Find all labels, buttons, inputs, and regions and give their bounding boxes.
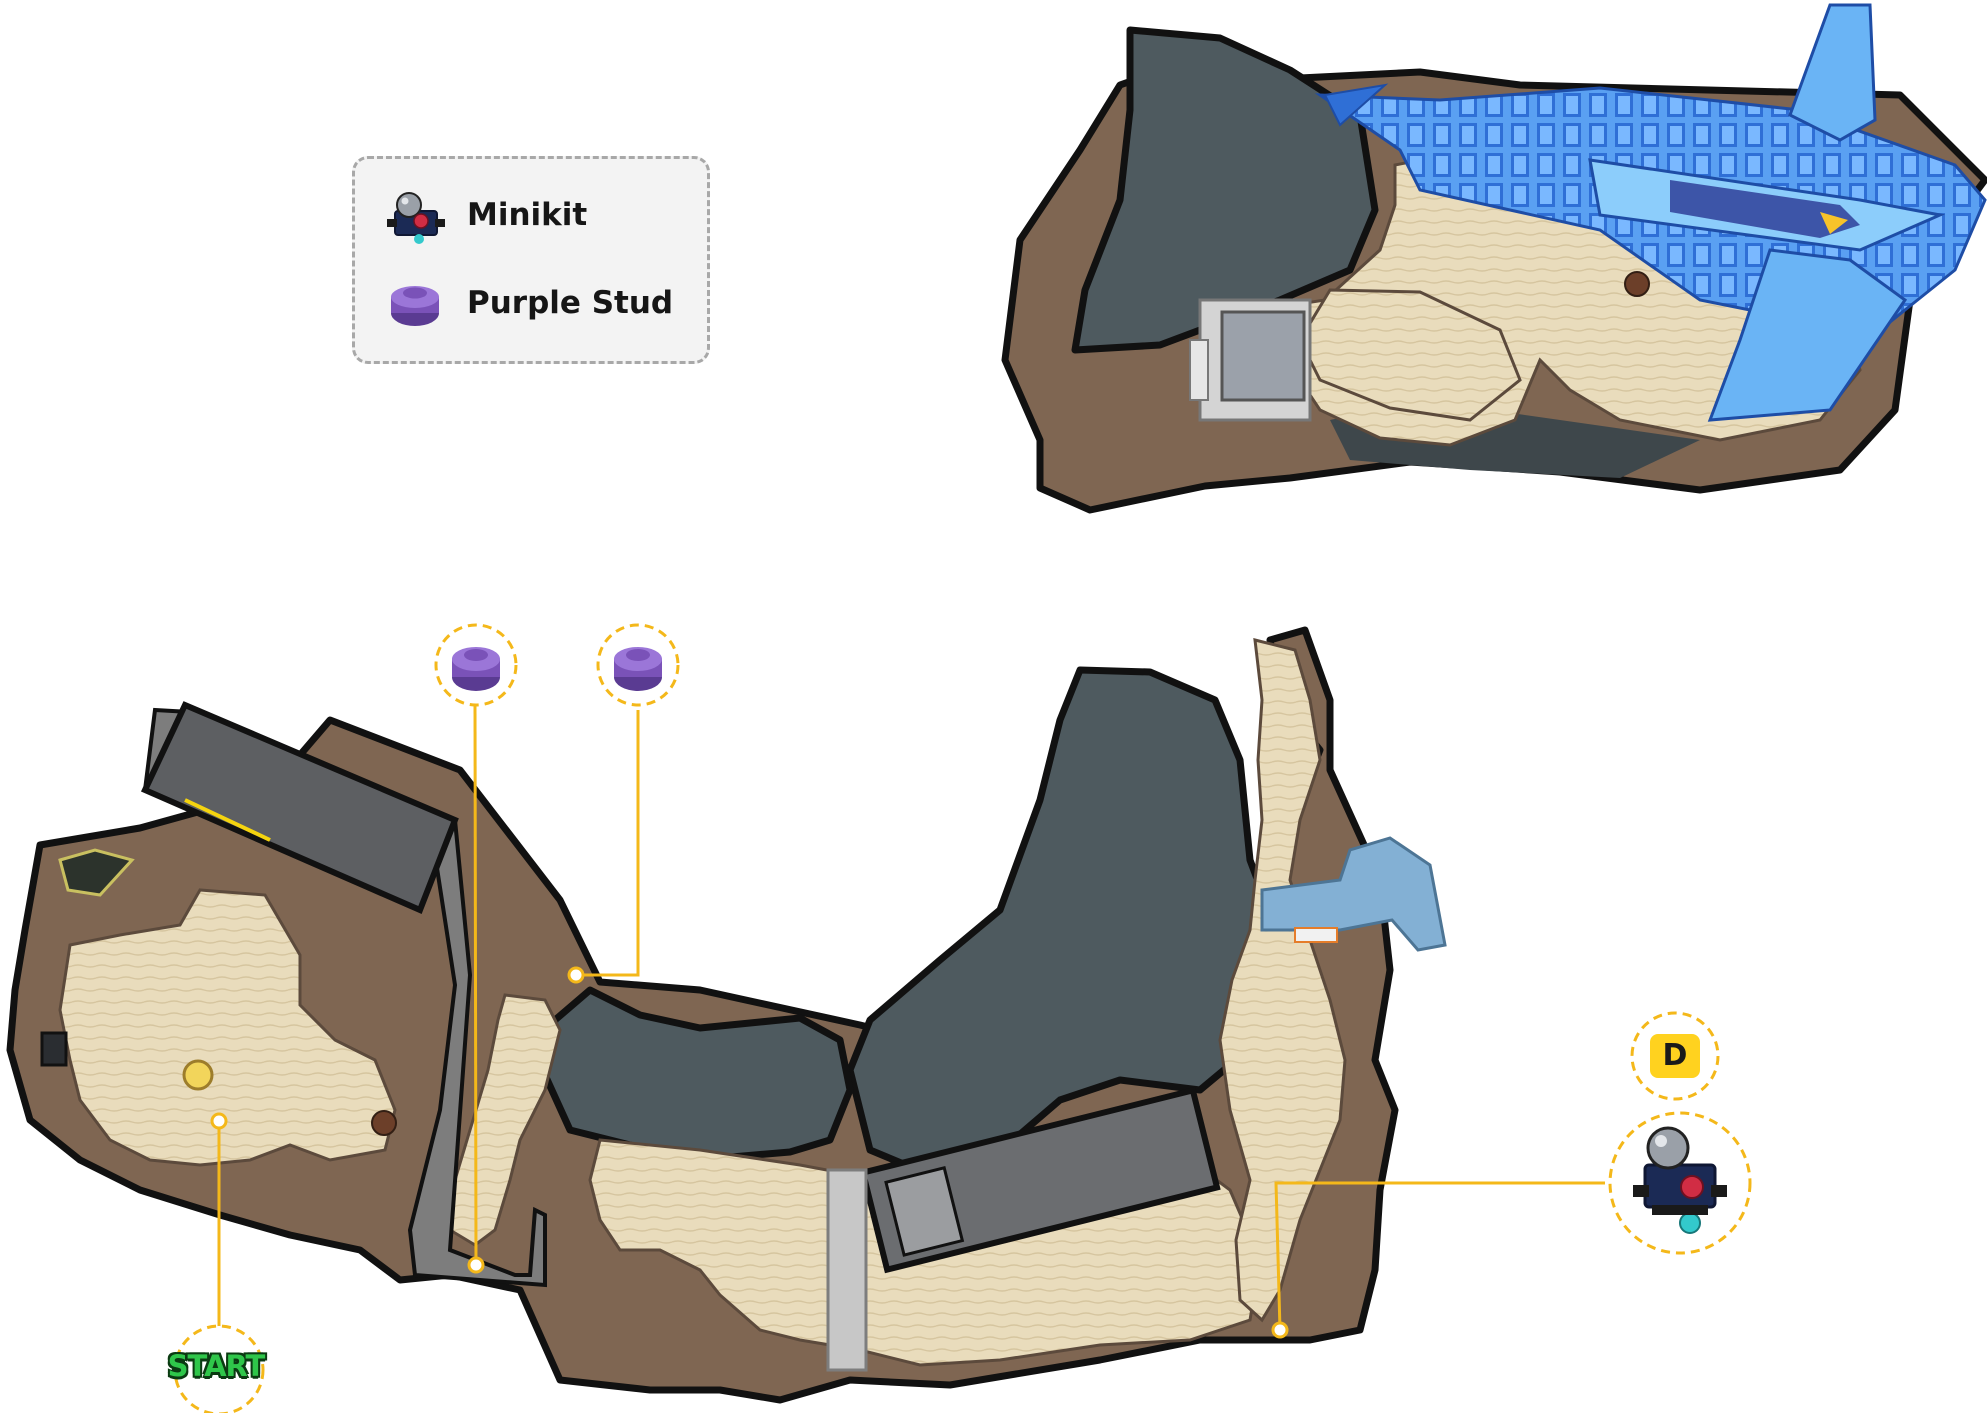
middle-sand-strip xyxy=(448,993,562,1247)
start-sand-area xyxy=(58,888,397,1167)
purple-stud-marker-1[interactable] xyxy=(434,623,518,707)
spaceship-lower-wing xyxy=(1707,248,1908,422)
minikit-marker[interactable] xyxy=(1608,1111,1752,1255)
building xyxy=(1189,298,1312,422)
spaceship xyxy=(1314,3,1987,422)
minikit-icon xyxy=(387,192,445,244)
terminal xyxy=(40,1031,68,1067)
legend-item-minikit: Minikit xyxy=(385,185,587,245)
minikit-icon xyxy=(1633,1126,1727,1234)
purple-stud-icon xyxy=(614,647,662,691)
start-label: START xyxy=(167,1349,266,1383)
legend-label-minikit: Minikit xyxy=(467,197,588,233)
door-label: D xyxy=(1650,1034,1700,1078)
bottom-island xyxy=(6,271,1650,1404)
brown-item-top xyxy=(1624,271,1650,297)
purple-stud-marker-2[interactable] xyxy=(596,623,680,707)
callout-points xyxy=(210,966,1289,1339)
right-sand-column xyxy=(1218,638,1347,1323)
left-rock xyxy=(541,986,854,1162)
map-legend: Minikit Purple Stud xyxy=(352,156,710,364)
legend-item-purple-stud: Purple Stud xyxy=(385,273,673,333)
top-left-crate xyxy=(58,848,135,897)
purple-stud-icon xyxy=(452,647,500,691)
start-marker[interactable] xyxy=(173,1324,265,1413)
purple-stud-icon xyxy=(391,286,439,326)
callout-lines xyxy=(217,704,1605,1334)
brown-item xyxy=(371,1110,397,1136)
golden-item xyxy=(182,1059,214,1091)
upper-platform xyxy=(140,701,459,914)
left-wall xyxy=(826,1168,868,1372)
spaceship-upper-wing xyxy=(1788,3,1877,142)
legend-label-purple-stud: Purple Stud xyxy=(467,285,674,321)
